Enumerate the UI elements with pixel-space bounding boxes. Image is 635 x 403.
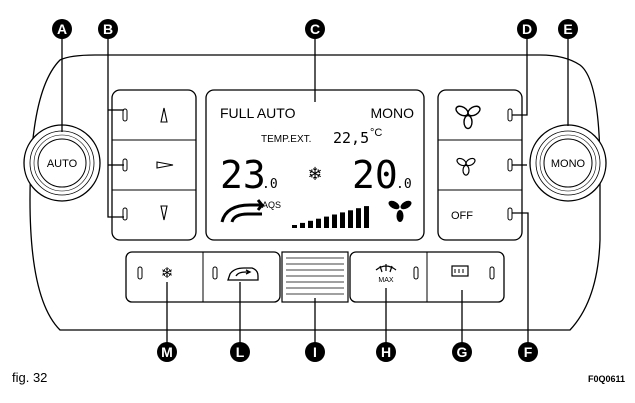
fan-bar (348, 210, 353, 228)
led-indicator (507, 207, 513, 221)
svg-text:H: H (381, 344, 391, 360)
callout-B: B (98, 19, 118, 39)
svg-text:G: G (457, 344, 468, 360)
fan-speed-up-button[interactable] (454, 104, 513, 130)
fan-bar (324, 216, 329, 228)
mono-knob[interactable]: MONO (529, 124, 607, 202)
mode-right-text: MONO (370, 105, 414, 121)
aqs-recirculation-icon (220, 199, 266, 223)
up-arrow-icon (160, 107, 168, 123)
fan-bar (292, 225, 297, 228)
callout-C: C (305, 19, 325, 39)
mode-left-text: FULL AUTO (220, 105, 296, 121)
max-defrost-button[interactable]: MAX (375, 264, 419, 284)
down-arrow-icon (160, 205, 168, 221)
callout-F: F (518, 342, 538, 362)
svg-text:C: C (310, 21, 320, 37)
auto-knob-label: AUTO (47, 158, 78, 170)
svg-text:A: A (57, 21, 67, 37)
temp-up-button[interactable] (122, 107, 168, 123)
leader-lines (61, 38, 569, 343)
right-arrow-icon (156, 161, 174, 169)
svg-text:F: F (524, 344, 533, 360)
sunlight-sensor-grille (281, 251, 349, 303)
callout-L: L (230, 342, 250, 362)
fan-bar (332, 214, 337, 228)
callout-M: M (157, 342, 177, 362)
windscreen-defrost-icon (375, 264, 397, 273)
led-indicator (489, 266, 495, 280)
fan-bar (308, 220, 313, 228)
compressor-icon: ❄ (161, 265, 174, 282)
off-button[interactable]: OFF (451, 207, 513, 222)
rear-window-heater-icon (451, 265, 469, 277)
fan-bar (364, 206, 369, 228)
recirculation-car-icon (227, 267, 259, 281)
figure-caption: fig. 32 (12, 370, 48, 385)
left-button-panel (111, 89, 197, 241)
svg-text:B: B (103, 21, 113, 37)
max-label: MAX (378, 277, 394, 284)
fan-bar (300, 222, 305, 228)
fan-bar (356, 208, 361, 228)
temp-down-button[interactable] (122, 205, 168, 221)
temp-ext-unit: °C (370, 127, 382, 139)
right-temp-dec: .0 (396, 177, 412, 192)
fan-small-icon (456, 157, 476, 176)
svg-text:D: D (522, 21, 532, 37)
svg-text:L: L (236, 344, 245, 360)
led-indicator (122, 108, 128, 122)
callout-H: H (376, 342, 396, 362)
callout-G: G (452, 342, 472, 362)
svg-text:M: M (161, 344, 173, 360)
auto-knob[interactable]: AUTO (23, 124, 101, 202)
recirculation-button[interactable] (212, 266, 259, 281)
left-temp-int: 23 (220, 153, 266, 197)
off-button-label: OFF (451, 210, 473, 222)
compressor-button[interactable]: ❄ (137, 265, 174, 282)
fan-icon (388, 200, 412, 222)
fan-bar (340, 212, 345, 228)
figure-code: F0Q0611 (587, 374, 625, 384)
callout-A: A (52, 19, 72, 39)
lcd-display: FULL AUTO MONO TEMP.EXT. 22,5 °C 23 .0 ❄… (205, 89, 425, 241)
svg-text:E: E (563, 21, 572, 37)
led-indicator (212, 266, 218, 280)
temp-ext-value: 22,5 (333, 129, 369, 147)
fan-large-icon (455, 105, 481, 130)
mono-knob-label: MONO (551, 158, 586, 170)
fan-bar (316, 218, 321, 228)
temp-ext-label: TEMP.EXT. (261, 134, 311, 145)
right-temp-int: 20 (352, 153, 398, 197)
callout-E: E (558, 19, 578, 39)
fan-speed-bars (292, 206, 369, 228)
left-temp-dec: .0 (262, 177, 278, 192)
right-button-panel: OFF (437, 89, 523, 241)
svg-text:I: I (313, 344, 317, 360)
led-indicator (137, 266, 143, 280)
callout-D: D (517, 19, 537, 39)
bottom-button-panel: ❄ MAX (125, 251, 505, 303)
rear-window-defrost-button[interactable] (451, 265, 495, 280)
led-indicator (413, 266, 419, 280)
snowflake-icon: ❄ (307, 164, 322, 184)
aqs-label: AQS (262, 200, 281, 210)
led-indicator (122, 207, 128, 221)
callout-I: I (305, 342, 325, 362)
